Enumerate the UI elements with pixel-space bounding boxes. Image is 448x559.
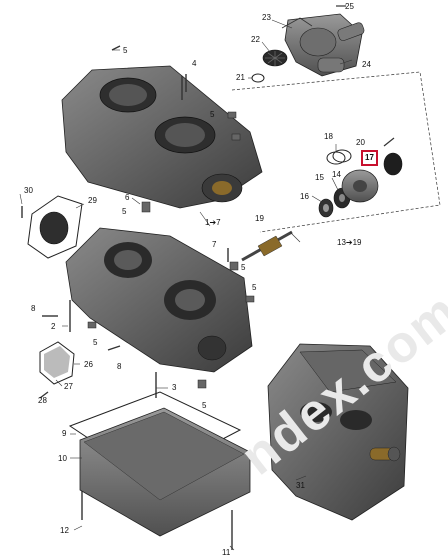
callout-5: 5	[252, 283, 257, 292]
callout-9: 9	[62, 429, 67, 438]
callout-27: 27	[64, 382, 73, 391]
callout-17-highlighted: 17	[361, 150, 378, 166]
callout-24: 24	[362, 60, 371, 69]
gasket-plate	[27, 195, 83, 259]
callout-21: 21	[236, 73, 245, 82]
callout-29: 29	[88, 196, 97, 205]
oil-pan	[68, 391, 251, 537]
callout-8: 8	[31, 304, 36, 313]
callout-16: 16	[300, 192, 309, 201]
callout-19: 19	[255, 214, 264, 223]
impeller	[262, 49, 288, 67]
water-pump-housing	[281, 13, 365, 77]
callout-3: 3	[172, 383, 177, 392]
callout-4: 4	[192, 59, 197, 68]
callout-5: 5	[210, 110, 215, 119]
callout-7: 7	[212, 240, 217, 249]
callout-18: 18	[324, 132, 333, 141]
callout-10: 10	[58, 454, 67, 463]
callout-22: 22	[251, 35, 260, 44]
callout-25: 25	[345, 2, 354, 11]
callout-26: 26	[84, 360, 93, 369]
callout-28: 28	[38, 396, 47, 405]
callout-5: 5	[123, 46, 128, 55]
callout-20: 20	[356, 138, 365, 147]
callout-5: 5	[122, 207, 127, 216]
callout-5: 5	[202, 401, 207, 410]
pump-shaft	[241, 230, 293, 262]
callout-6: 6	[125, 193, 130, 202]
bearing-seal-group	[318, 137, 403, 218]
callout-13-to-19: 13➔19	[337, 238, 362, 247]
callout-23: 23	[262, 13, 271, 22]
crankcase	[65, 227, 253, 373]
o-ring	[251, 73, 265, 83]
nuts	[87, 111, 255, 389]
callout-1-to-7: 1➔7	[205, 218, 221, 227]
assembled-engine	[267, 343, 409, 521]
leader-lines	[19, 19, 353, 551]
callout-31: 31	[296, 481, 305, 490]
callout-12: 12	[60, 526, 69, 535]
cylinder-block	[61, 65, 263, 209]
callout-5: 5	[93, 338, 98, 347]
callout-15: 15	[315, 173, 324, 182]
callout-11: 11	[222, 548, 231, 557]
callout-8: 8	[117, 362, 122, 371]
callout-14: 14	[332, 170, 341, 179]
callout-2: 2	[51, 322, 56, 331]
callout-30: 30	[24, 186, 33, 195]
callout-5: 5	[241, 263, 246, 272]
cover-plate	[39, 341, 75, 385]
group-outline	[231, 71, 441, 233]
